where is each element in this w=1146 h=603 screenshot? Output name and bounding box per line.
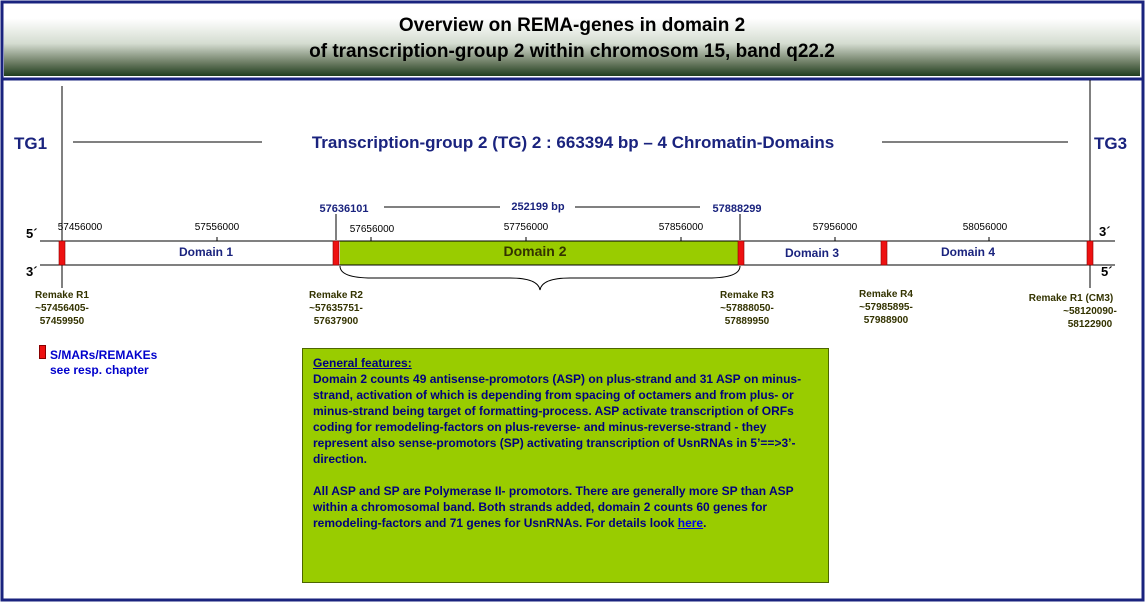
general-features-paragraph-2: All ASP and SP are Polymerase II- promot… xyxy=(313,483,818,531)
remake-r3-range-start: ~57888050- xyxy=(720,303,774,314)
remake-r1-range-end: 57459950 xyxy=(40,316,85,327)
domain2-brace xyxy=(339,265,741,291)
remake-r3-marker xyxy=(737,240,745,266)
general-features-box: General features: Domain 2 counts 49 ant… xyxy=(302,348,829,583)
remake-r1-range-start: ~57456405- xyxy=(35,303,89,314)
strand-label-top-right: 3´ xyxy=(1099,224,1111,239)
remake-r2-range-start: ~57635751- xyxy=(309,303,363,314)
tick-label: 57856000 xyxy=(659,222,704,233)
remake-r1-cm3-marker xyxy=(1086,240,1094,266)
general-features-paragraph-1: Domain 2 counts 49 antisense-promotors (… xyxy=(313,372,802,466)
tick-label: 57656000 xyxy=(350,224,395,235)
legend-line-2: see resp. chapter xyxy=(50,363,149,377)
remake-r1-cm3-range-end: 58122900 xyxy=(1068,319,1113,330)
remake-r3-range-end: 57889950 xyxy=(725,316,770,327)
domain2-region xyxy=(340,241,740,265)
remake-r1-marker xyxy=(58,240,66,266)
strand-label-bottom-right: 5´ xyxy=(1101,264,1113,279)
remake-r1-cm3-name: Remake R1 (CM3) xyxy=(1029,293,1113,304)
tg1-label: TG1 xyxy=(14,134,47,153)
scale-ticks: 57456000 57556000 57656000 57756000 5785… xyxy=(58,222,1008,241)
domain-2-label: Domain 2 xyxy=(503,243,566,259)
tick-label: 57556000 xyxy=(195,222,240,233)
tick-label: 57956000 xyxy=(813,222,858,233)
legend-marker-swatch xyxy=(39,345,46,359)
details-link[interactable]: here xyxy=(677,516,704,530)
tick-label: 57756000 xyxy=(504,222,549,233)
strand-label-top-left: 5´ xyxy=(26,226,38,241)
remake-r2-marker xyxy=(332,240,340,266)
title-bar: Overview on REMA-genes in domain 2 of tr… xyxy=(4,4,1140,76)
strand-label-bottom-left: 3´ xyxy=(26,264,38,279)
legend-line-1: S/MARs/REMAKEs xyxy=(50,348,158,362)
tick-label: 58056000 xyxy=(963,222,1008,233)
remake-r3-name: Remake R3 xyxy=(720,290,774,301)
transcription-group-title: Transcription-group 2 (TG) 2 : 663394 bp… xyxy=(312,133,834,152)
remake-r1-cm3-range-start: ~58120090- xyxy=(1063,306,1117,317)
title-line-2: of transcription-group 2 within chromoso… xyxy=(309,41,835,62)
tick-label: 57456000 xyxy=(58,222,103,233)
remake-r4-range-end: 57988900 xyxy=(864,315,909,326)
link-suffix: . xyxy=(703,516,707,530)
domain-3-label: Domain 3 xyxy=(785,246,839,260)
title-line-1: Overview on REMA-genes in domain 2 xyxy=(398,15,746,36)
domain-1-label: Domain 1 xyxy=(179,245,233,259)
remake-r4-range-start: ~57985895- xyxy=(859,302,913,313)
domain2-end-position: 57888299 xyxy=(713,203,762,215)
tg3-label: TG3 xyxy=(1094,134,1127,153)
remake-r4-name: Remake R4 xyxy=(859,289,913,300)
domain-4-label: Domain 4 xyxy=(941,245,995,259)
remake-r2-name: Remake R2 xyxy=(309,290,363,301)
domain2-length: 252199 bp xyxy=(511,201,564,213)
domain2-start-position: 57636101 xyxy=(320,203,369,215)
remake-r4-marker xyxy=(880,240,888,266)
remake-r2-range-end: 57637900 xyxy=(314,316,359,327)
remake-r1-name: Remake R1 xyxy=(35,290,89,301)
paragraph-2-text: All ASP and SP are Polymerase II- promot… xyxy=(313,484,794,530)
general-features-heading: General features: xyxy=(313,356,412,370)
